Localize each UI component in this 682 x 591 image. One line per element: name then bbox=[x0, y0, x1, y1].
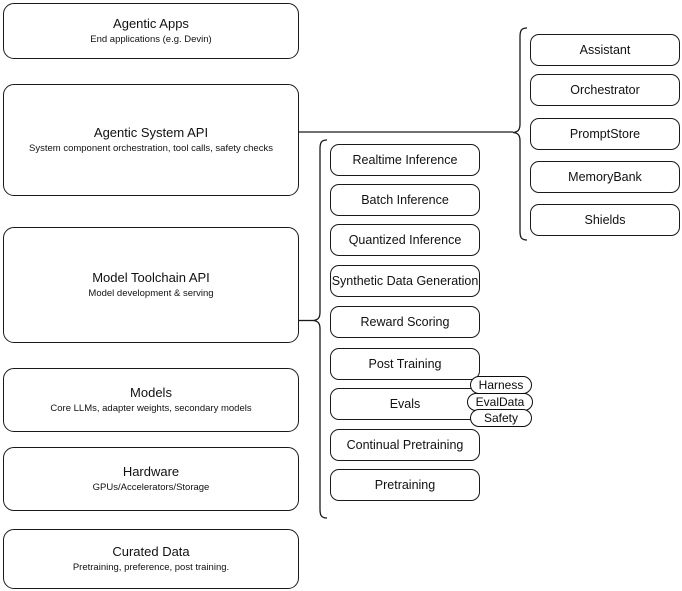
component-label: Batch Inference bbox=[361, 193, 449, 207]
component-quantized-inference[interactable]: Quantized Inference bbox=[330, 224, 480, 256]
layer-title: Agentic System API bbox=[93, 125, 209, 140]
component-evals[interactable]: Evals bbox=[330, 388, 480, 420]
bracket-toolchain-components bbox=[312, 139, 328, 519]
layer-title: Models bbox=[130, 385, 172, 400]
component-shields[interactable]: Shields bbox=[530, 204, 680, 236]
component-continual-pretraining[interactable]: Continual Pretraining bbox=[330, 429, 480, 461]
component-label: Reward Scoring bbox=[360, 315, 450, 329]
component-memorybank[interactable]: MemoryBank bbox=[530, 161, 680, 193]
layer-subtitle: Model development & serving bbox=[88, 288, 214, 299]
component-assistant[interactable]: Assistant bbox=[530, 34, 680, 66]
component-promptstore[interactable]: PromptStore bbox=[530, 118, 680, 150]
component-label: MemoryBank bbox=[568, 170, 642, 184]
component-label: Post Training bbox=[368, 357, 442, 371]
layer-models[interactable]: Models Core LLMs, adapter weights, secon… bbox=[3, 368, 299, 432]
component-label: Realtime Inference bbox=[352, 153, 458, 167]
component-label: Quantized Inference bbox=[348, 233, 462, 247]
eval-badge-label: EvalData bbox=[475, 395, 525, 409]
component-label: Assistant bbox=[579, 43, 631, 57]
component-synthetic-data-generation[interactable]: Synthetic Data Generation bbox=[330, 265, 480, 297]
component-post-training[interactable]: Post Training bbox=[330, 348, 480, 380]
eval-badge-safety[interactable]: Safety bbox=[470, 409, 532, 427]
component-label: Pretraining bbox=[374, 478, 436, 492]
layer-subtitle: System component orchestration, tool cal… bbox=[29, 143, 273, 154]
layer-subtitle: GPUs/Accelerators/Storage bbox=[92, 482, 210, 493]
bracket-agentic-components bbox=[512, 27, 528, 241]
layer-title: Curated Data bbox=[112, 544, 190, 559]
component-label: Orchestrator bbox=[570, 83, 640, 97]
component-reward-scoring[interactable]: Reward Scoring bbox=[330, 306, 480, 338]
layer-subtitle: Core LLMs, adapter weights, secondary mo… bbox=[50, 403, 252, 414]
component-label: Evals bbox=[389, 397, 421, 411]
component-orchestrator[interactable]: Orchestrator bbox=[530, 74, 680, 106]
layer-curated-data[interactable]: Curated Data Pretraining, preference, po… bbox=[3, 529, 299, 589]
component-realtime-inference[interactable]: Realtime Inference bbox=[330, 144, 480, 176]
layer-subtitle: Pretraining, preference, post training. bbox=[72, 562, 230, 573]
eval-badge-label: Harness bbox=[478, 378, 524, 392]
component-label: Continual Pretraining bbox=[346, 438, 464, 452]
component-label: Synthetic Data Generation bbox=[331, 274, 479, 288]
eval-badge-label: Safety bbox=[483, 411, 519, 425]
component-label: PromptStore bbox=[569, 127, 641, 141]
layer-subtitle: End applications (e.g. Devin) bbox=[90, 34, 212, 45]
layer-hardware[interactable]: Hardware GPUs/Accelerators/Storage bbox=[3, 447, 299, 511]
layer-title: Model Toolchain API bbox=[92, 270, 210, 285]
layer-agentic-apps[interactable]: Agentic Apps End applications (e.g. Devi… bbox=[3, 3, 299, 59]
layer-model-toolchain-api[interactable]: Model Toolchain API Model development & … bbox=[3, 227, 299, 343]
layer-agentic-system-api[interactable]: Agentic System API System component orch… bbox=[3, 84, 299, 196]
component-pretraining[interactable]: Pretraining bbox=[330, 469, 480, 501]
layer-title: Hardware bbox=[122, 464, 180, 479]
component-batch-inference[interactable]: Batch Inference bbox=[330, 184, 480, 216]
component-label: Shields bbox=[584, 213, 626, 227]
layer-title: Agentic Apps bbox=[113, 16, 189, 31]
eval-badge-harness[interactable]: Harness bbox=[470, 376, 532, 394]
